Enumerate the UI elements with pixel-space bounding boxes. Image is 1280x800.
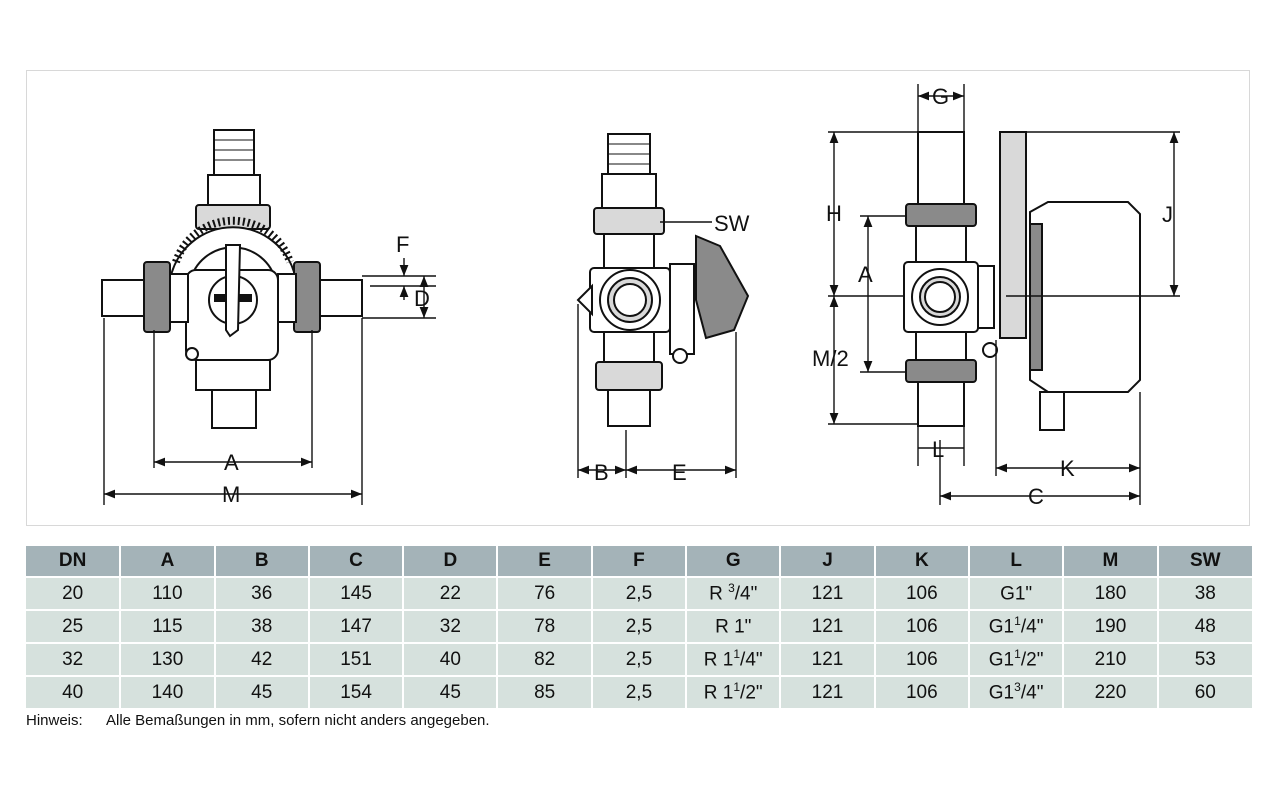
table-cell-b: 38: [214, 609, 310, 643]
table-cell-g: R 11/2": [686, 675, 782, 708]
table-cell-m: 220: [1063, 675, 1159, 708]
table-cell-f: 2,5: [591, 642, 688, 676]
table-cell-j: 121: [780, 576, 876, 610]
table-cell-m: 190: [1063, 609, 1159, 643]
label-right-G: G: [932, 84, 949, 109]
table-cell-j: 121: [780, 609, 876, 643]
label-right-K: K: [1060, 456, 1075, 481]
col-header: SW: [1157, 546, 1252, 577]
table-cell-sw: 48: [1157, 609, 1252, 643]
label-side-E: E: [672, 460, 687, 485]
table-cell-c: 154: [308, 675, 405, 708]
table-cell-e: 82: [497, 642, 593, 676]
table-cell-d: 45: [403, 675, 499, 708]
table-cell-dn: 20: [26, 576, 122, 610]
table-cell-dn: 32: [26, 642, 122, 676]
col-header: G: [686, 546, 782, 577]
footnote: Hinweis: Alle Bemaßungen in mm, sofern ni…: [26, 712, 490, 729]
table-cell-a: 110: [120, 576, 216, 610]
table-cell-c: 147: [308, 609, 405, 643]
label-front-M: M: [222, 482, 240, 507]
col-header: E: [497, 546, 593, 577]
technical-drawing: A M F D SW B E: [101, 84, 1180, 509]
table-cell-e: 78: [497, 609, 593, 643]
col-header: M: [1063, 546, 1159, 577]
table-cell-g: R 1": [686, 609, 782, 643]
table-cell-b: 45: [214, 675, 310, 708]
table-cell-c: 151: [308, 642, 405, 676]
table-cell-k: 106: [874, 576, 970, 610]
footnote-key: Hinweis:: [26, 712, 83, 729]
table-cell-d: 22: [403, 576, 499, 610]
table-cell-e: 76: [497, 576, 593, 610]
label-right-A: A: [858, 262, 873, 287]
col-header: L: [968, 546, 1065, 577]
table-cell-a: 130: [120, 642, 216, 676]
label-side-B: B: [594, 460, 609, 485]
col-header: C: [308, 546, 405, 577]
table-cell-f: 2,5: [591, 609, 688, 643]
table-cell-c: 145: [308, 576, 405, 610]
table-cell-dn: 40: [26, 675, 122, 708]
label-front-F: F: [396, 232, 409, 257]
label-right-M2: M/2: [812, 346, 849, 371]
table-cell-b: 36: [214, 576, 310, 610]
label-right-C: C: [1028, 484, 1044, 509]
table-cell-f: 2,5: [591, 675, 688, 708]
label-front-D: D: [414, 286, 430, 311]
table-cell-sw: 60: [1157, 675, 1252, 708]
col-header: K: [874, 546, 970, 577]
table-cell-a: 140: [120, 675, 216, 708]
drawing-frame: [26, 70, 1250, 526]
col-header: F: [591, 546, 688, 577]
table-cell-sw: 38: [1157, 576, 1252, 610]
table-cell-m: 180: [1063, 576, 1159, 610]
table-cell-d: 32: [403, 609, 499, 643]
label-right-H: H: [826, 201, 842, 226]
col-header: J: [780, 546, 876, 577]
table-cell-j: 121: [780, 675, 876, 708]
table-cell-g: R 11/4": [686, 642, 782, 676]
label-front-A: A: [224, 450, 239, 475]
table-cell-l: G11/2": [968, 642, 1065, 676]
col-header: B: [214, 546, 310, 577]
front-view-valve: [101, 129, 436, 505]
table-cell-f: 2,5: [591, 576, 688, 610]
table-cell-j: 121: [780, 642, 876, 676]
side-view-valve: [576, 133, 750, 478]
table-cell-e: 85: [497, 675, 593, 708]
col-header: DN: [26, 546, 122, 577]
label-right-J: J: [1162, 202, 1173, 227]
table-cell-d: 40: [403, 642, 499, 676]
table-cell-dn: 25: [26, 609, 122, 643]
table-cell-m: 210: [1063, 642, 1159, 676]
table-cell-b: 42: [214, 642, 310, 676]
table-header-row: DN A B C D E F G J K L M SW: [26, 546, 1252, 577]
table-cell-a: 115: [120, 609, 216, 643]
col-header: D: [403, 546, 499, 577]
table-cell-k: 106: [874, 642, 970, 676]
table-cell-sw: 53: [1157, 642, 1252, 676]
table-cell-g: R 3/4": [686, 576, 782, 610]
label-side-SW: SW: [714, 211, 750, 236]
table-cell-k: 106: [874, 675, 970, 708]
footnote-text: Alle Bemaßungen in mm, sofern nicht ande…: [106, 712, 490, 729]
right-view-valve-actuator: [828, 84, 1180, 505]
col-header: A: [120, 546, 216, 577]
table-cell-l: G1": [968, 576, 1065, 610]
table-cell-k: 106: [874, 609, 970, 643]
table-cell-l: G13/4": [968, 675, 1065, 708]
label-right-L: L: [932, 437, 944, 462]
table-cell-l: G11/4": [968, 609, 1065, 643]
